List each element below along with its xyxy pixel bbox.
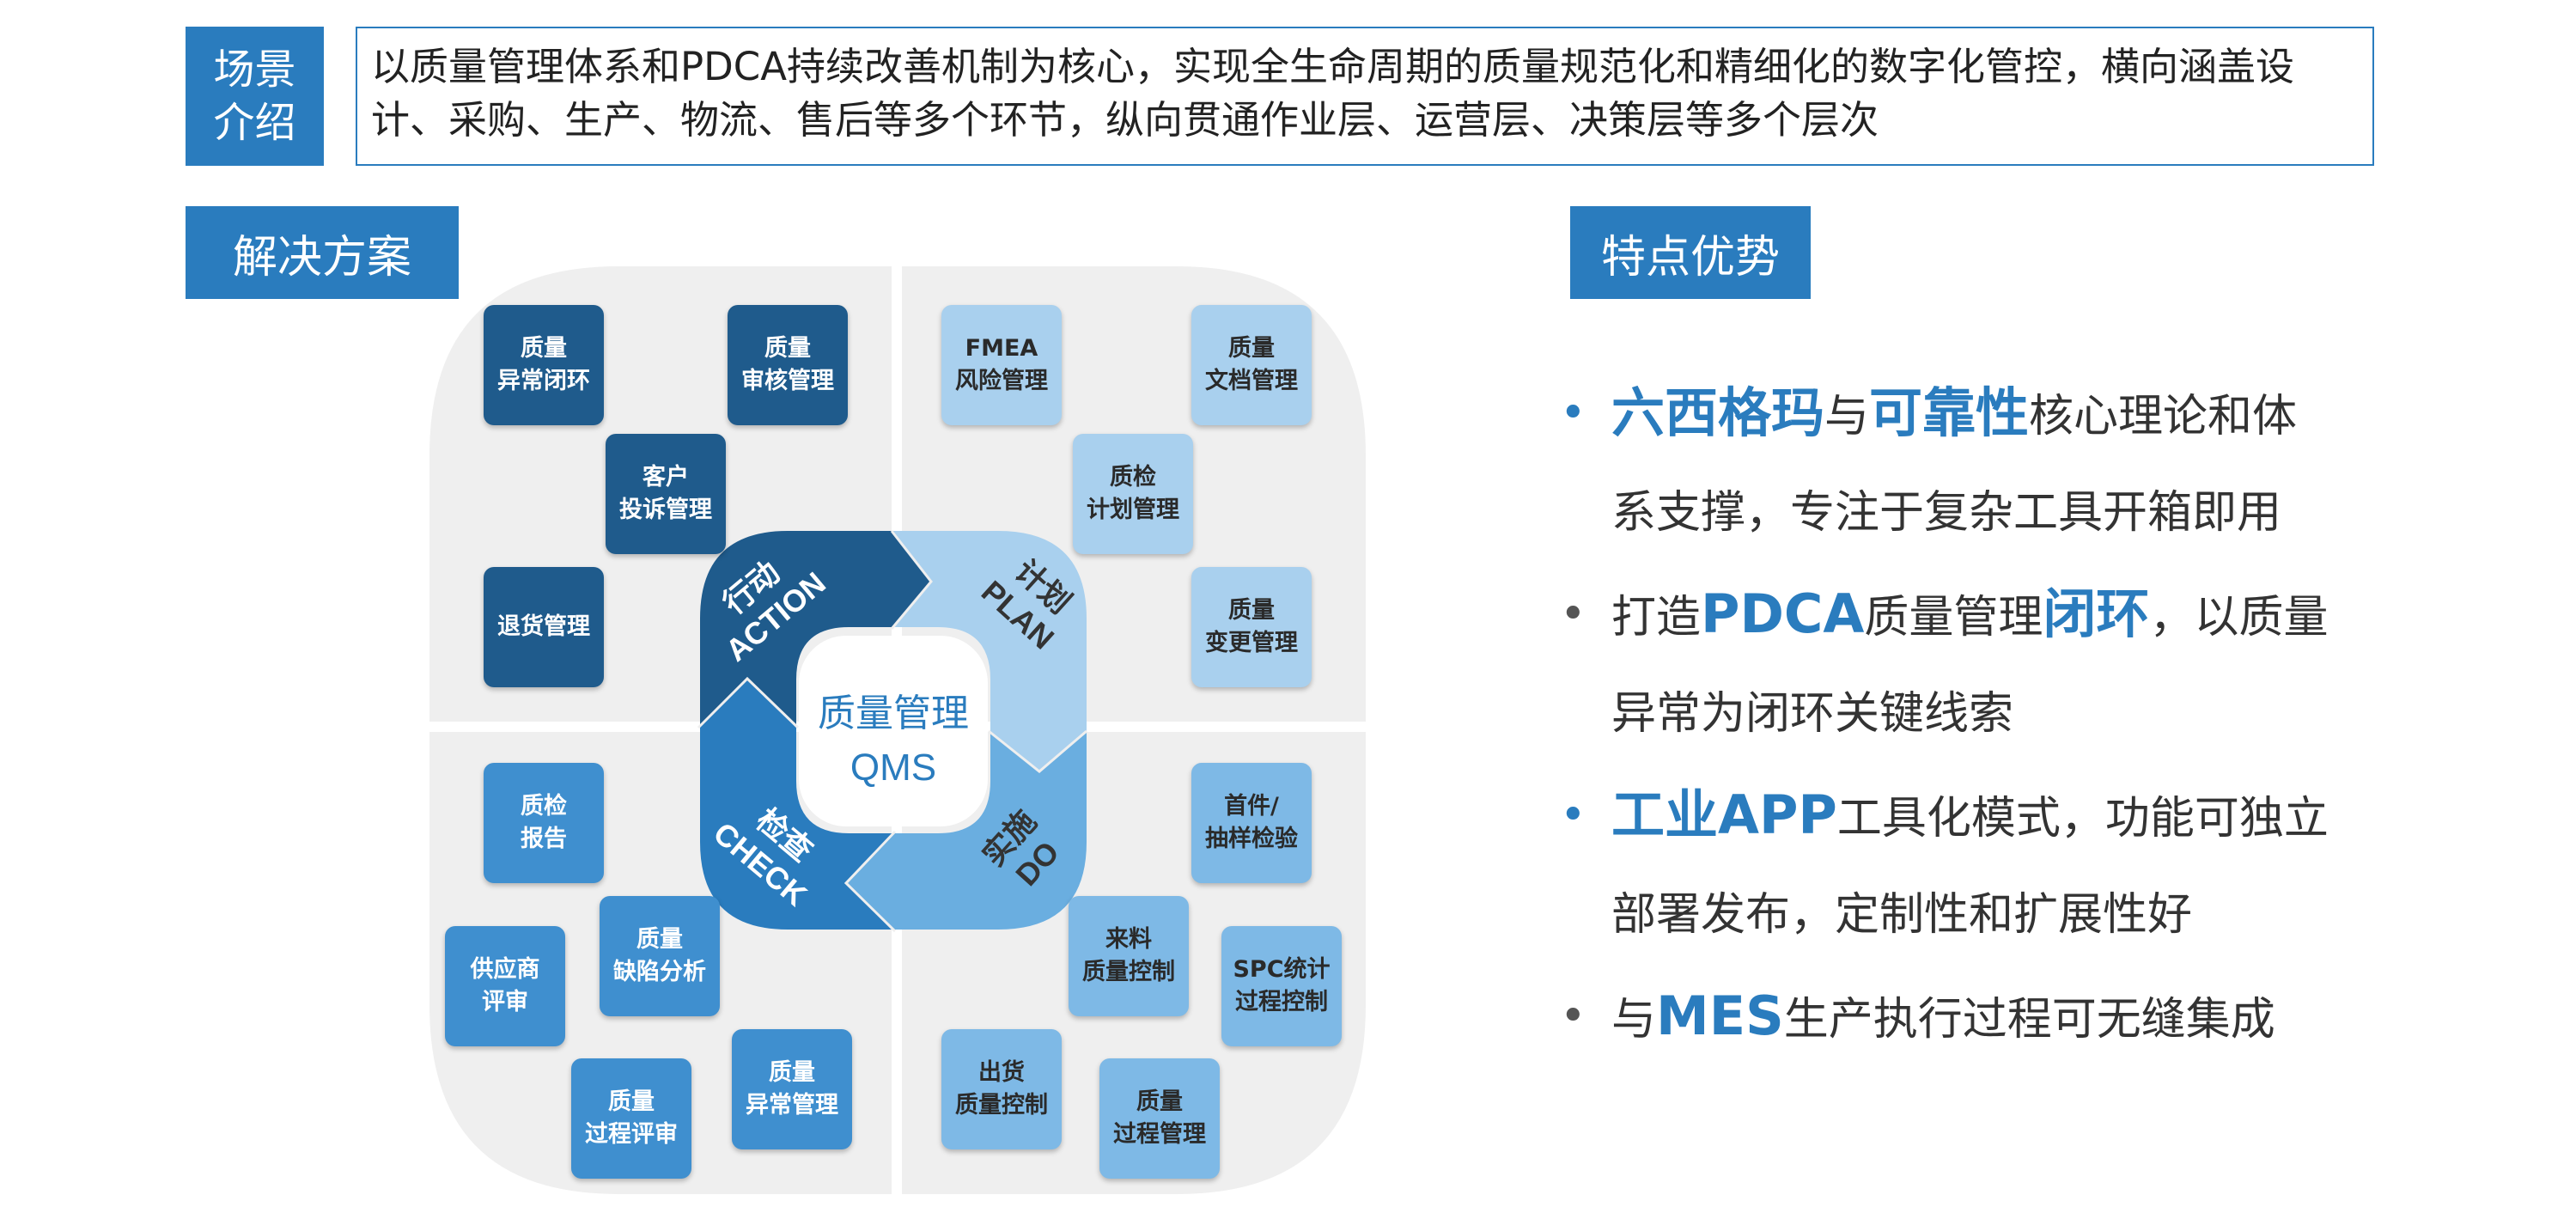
bullet-icon: • — [1560, 991, 1586, 1042]
module-quality-exception-closure[interactable]: 质量 异常闭环 — [484, 305, 604, 425]
feature-text: PDCA — [1701, 582, 1865, 645]
feature-text: 打造 — [1611, 592, 1702, 643]
feature-text: 工具化模式，功能可独立 — [1836, 793, 2329, 844]
module-supplier-review[interactable]: 供应商 评审 — [445, 926, 565, 1046]
feature-text: 工业APP — [1611, 783, 1837, 846]
cycle-do-segment — [846, 733, 1087, 930]
cycle-action-segment — [700, 531, 931, 726]
cycle-plan-segment — [893, 531, 1087, 771]
bullet-icon: • — [1560, 588, 1586, 640]
feature-text: 与 — [1824, 391, 1870, 442]
module-incoming-quality[interactable]: 来料 质量控制 — [1069, 896, 1189, 1016]
center-subtitle: QMS — [850, 747, 936, 789]
module-inspection-plan[interactable]: 质检 计划管理 — [1073, 434, 1193, 554]
cycle-check-segment — [700, 679, 893, 930]
feature-item: • 六西格玛与可靠性核心理论和体 系支撑，专注于复杂工具开箱即用 — [1546, 365, 2405, 561]
feature-text: 可靠性 — [1869, 381, 2030, 444]
bullet-icon: • — [1560, 789, 1586, 841]
feature-text-line2: 异常为闭环关键线索 — [1611, 688, 2014, 740]
module-quality-change[interactable]: 质量 变更管理 — [1191, 567, 1312, 687]
qms-diagram: 质量管理 QMS 行动 ACTION 计划 PLAN 实施 DO 检查 CHEC… — [421, 258, 1383, 1203]
feature-text: 闭环 — [2043, 582, 2150, 645]
feature-text: 与 — [1611, 994, 1657, 1045]
module-first-sampling-inspection[interactable]: 首件/ 抽样检验 — [1191, 763, 1312, 883]
feature-text: 生产执行过程可无缝集成 — [1783, 994, 2275, 1045]
feature-text-line2: 系支撑，专注于复杂工具开箱即用 — [1611, 487, 2282, 539]
bullet-icon: • — [1560, 387, 1586, 439]
module-quality-document[interactable]: 质量 文档管理 — [1191, 305, 1312, 425]
module-outgoing-quality[interactable]: 出货 质量控制 — [941, 1029, 1062, 1149]
feature-text: 核心理论和体 — [2029, 391, 2298, 442]
center-title: 质量管理 — [818, 692, 969, 735]
center-qms-box — [799, 636, 988, 826]
module-customer-complaint[interactable]: 客户 投诉管理 — [606, 434, 726, 554]
feature-item: • 与MES生产执行过程可无缝集成 — [1546, 968, 2405, 1068]
feature-item: • 工业APP工具化模式，功能可独立 部署发布，定制性和扩展性好 — [1546, 767, 2405, 963]
feature-text-line2: 部署发布，定制性和扩展性好 — [1611, 889, 2193, 941]
feature-text: 质量管理 — [1864, 592, 2043, 643]
features-label: 特点优势 — [1570, 206, 1811, 299]
module-process-management[interactable]: 质量 过程管理 — [1099, 1058, 1220, 1179]
scene-label: 场景 介绍 — [186, 27, 324, 166]
scene-description: 以质量管理体系和PDCA持续改善机制为核心，实现全生命周期的质量规范化和精细化的… — [356, 27, 2374, 166]
module-quality-exception[interactable]: 质量 异常管理 — [732, 1029, 852, 1149]
features-list: • 六西格玛与可靠性核心理论和体 系支撑，专注于复杂工具开箱即用 • 打造PDC… — [1546, 365, 2405, 1073]
module-process-review[interactable]: 质量 过程评审 — [571, 1058, 691, 1179]
module-inspection-report[interactable]: 质检 报告 — [484, 763, 604, 883]
module-return-management[interactable]: 退货管理 — [484, 567, 604, 687]
module-fmea-risk[interactable]: FMEA 风险管理 — [941, 305, 1062, 425]
feature-text: MES — [1656, 984, 1784, 1047]
feature-text: 六西格玛 — [1611, 381, 1825, 444]
module-spc-process-control[interactable]: SPC统计 过程控制 — [1221, 926, 1342, 1046]
feature-item: • 打造PDCA质量管理闭环，以质量 异常为闭环关键线索 — [1546, 566, 2405, 762]
feature-text: ，以质量 — [2149, 592, 2329, 643]
solution-label: 解决方案 — [186, 206, 459, 299]
module-quality-audit[interactable]: 质量 审核管理 — [728, 305, 848, 425]
module-defect-analysis[interactable]: 质量 缺陷分析 — [600, 896, 720, 1016]
